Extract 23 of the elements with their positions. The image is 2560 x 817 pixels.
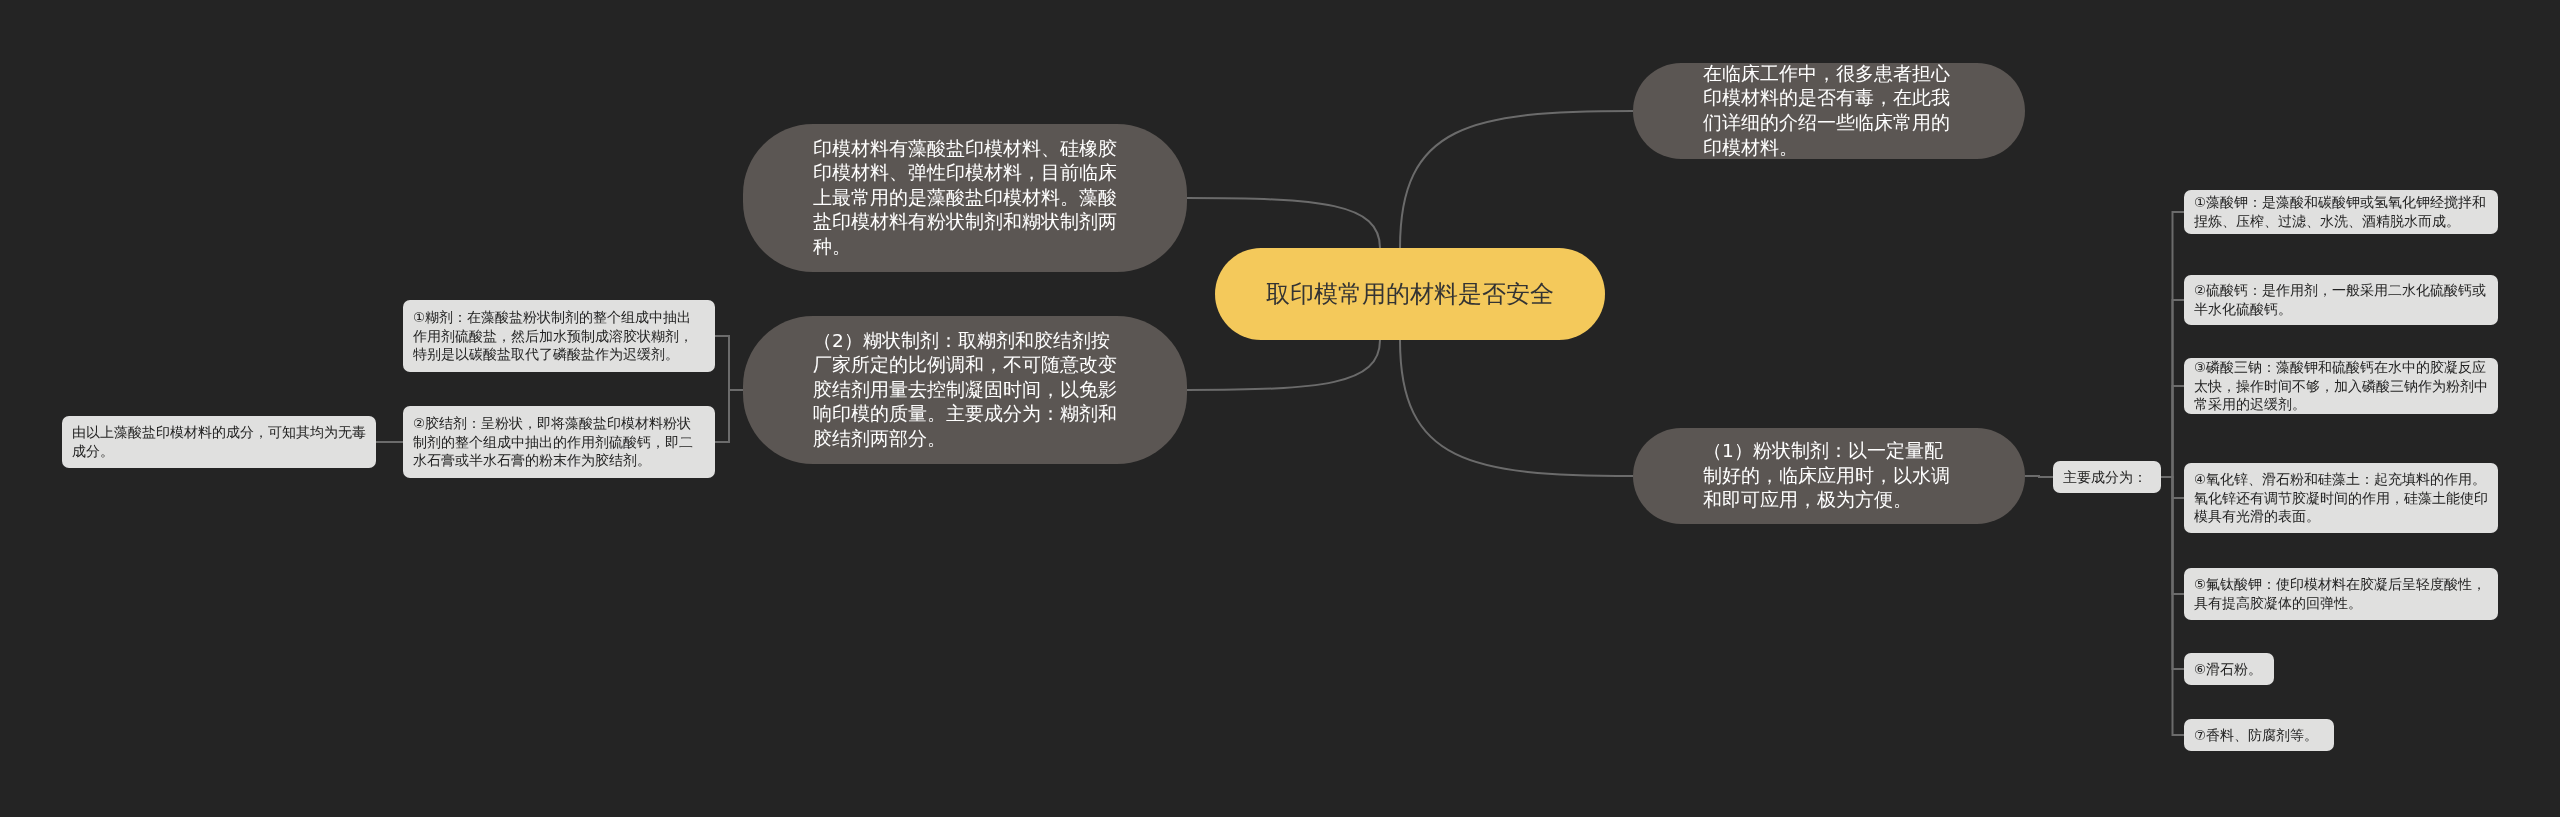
subtopic-card: ②胶结剂：呈粉状，即将藻酸盐印模材料粉状制剂的整个组成中抽出的作用剂硫酸钙，即二水石膏或半水石膏的粉末作为胶结剂。	[403, 406, 715, 478]
connector-line	[1399, 339, 1634, 477]
connector-line	[2160, 476, 2185, 736]
topic-bubble: 在临床工作中，很多患者担心印模材料的是否有毒，在此我们详细的介绍一些临床常用的印模材料。	[1633, 63, 2025, 159]
connector-line	[2024, 475, 2054, 478]
subtopic-card: ③磷酸三钠：藻酸钾和硫酸钙在水中的胶凝反应太快，操作时间不够，加入磷酸三钠作为粉剂中常采用的迟缓剂。	[2184, 358, 2498, 414]
subtopic-card: ⑦香料、防腐剂等。	[2184, 719, 2334, 751]
subtopic-card: ④氧化锌、滑石粉和硅藻土：起充填料的作用。氧化锌还有调节胶凝时间的作用，硅藻土能使印模具有光滑的表面。	[2184, 463, 2498, 533]
topic-bubble: 印模材料有藻酸盐印模材料、硅橡胶印模材料、弹性印模材料，目前临床上最常用的是藻酸盐印模材料。藻酸盐印模材料有粉状制剂和糊状制剂两种。	[743, 124, 1187, 272]
subtopic-card: ②硫酸钙：是作用剂，一般采用二水化硫酸钙或半水化硫酸钙。	[2184, 275, 2498, 325]
connector-line	[1399, 110, 1634, 249]
subtopic-card: ①糊剂：在藻酸盐粉状制剂的整个组成中抽出作用剂硫酸盐，然后加水预制成溶胶状糊剂，特别是以碳酸盐取代了磷酸盐作为迟缓剂。	[403, 300, 715, 372]
connector-line	[1186, 197, 1381, 249]
connector-line	[375, 441, 404, 443]
subtopic-card: 由以上藻酸盐印模材料的成分，可知其均为无毒成分。	[62, 416, 376, 468]
subtopic-card: ⑤氟钛酸钾：使印模材料在胶凝后呈轻度酸性，具有提高胶凝体的回弹性。	[2184, 568, 2498, 620]
subtopic-card: ①藻酸钾：是藻酸和碳酸钾或氢氧化钾经搅拌和捏炼、压榨、过滤、水洗、酒精脱水而成。	[2184, 190, 2498, 234]
connector-line	[1186, 339, 1381, 391]
subtopic-card: 主要成分为：	[2053, 461, 2161, 493]
central-topic: 取印模常用的材料是否安全	[1215, 248, 1605, 340]
subtopic-card: ⑥滑石粉。	[2184, 653, 2274, 685]
topic-bubble: （2）糊状制剂：取糊剂和胶结剂按厂家所定的比例调和，不可随意改变胶结剂用量去控制凝固时间，以免影响印模的质量。主要成分为：糊剂和胶结剂两部分。	[743, 316, 1187, 464]
topic-bubble: （1）粉状制剂：以一定量配制好的，临床应用时，以水调和即可应用，极为方便。	[1633, 428, 2025, 524]
